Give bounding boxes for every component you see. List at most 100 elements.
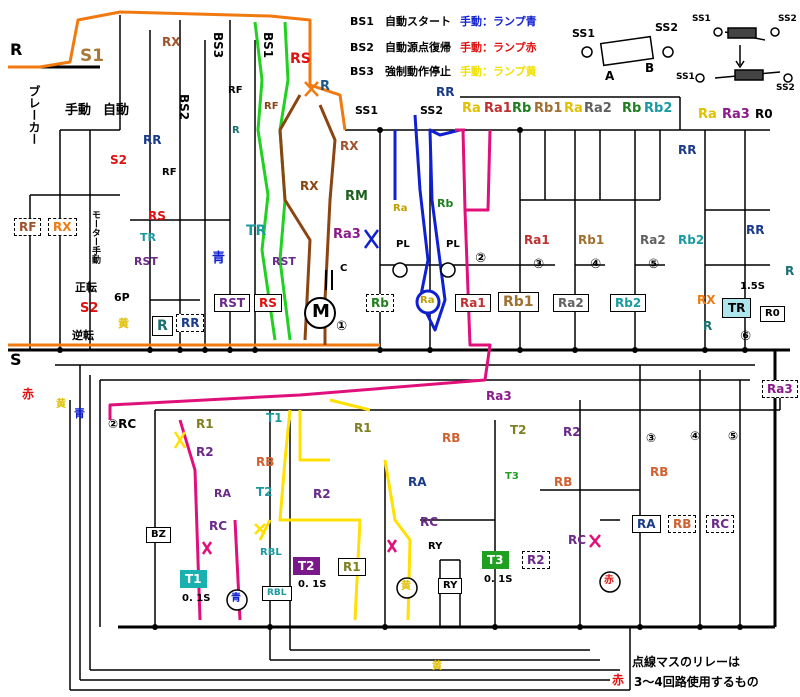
box-r: R: [152, 316, 173, 336]
rst-label-1: RST: [134, 255, 158, 268]
mid-r-1: R: [703, 319, 713, 333]
lower-r1b: R1: [354, 421, 372, 435]
top-rb2: Rb2: [644, 101, 673, 116]
lower-circle3: ③: [646, 431, 657, 445]
magenta-path: [108, 128, 492, 621]
coil-rb2: Rb2: [610, 294, 647, 312]
tr-label-2: TR: [246, 223, 267, 239]
mid-ra1: Ra1: [524, 233, 550, 247]
selector-switch-diagram: [581, 27, 793, 83]
capacitor: [325, 270, 333, 290]
timer-t2: 0. 1S: [298, 579, 327, 590]
circle1-label: ①: [336, 319, 348, 334]
bottom-lamps: [226, 571, 621, 611]
highlight-paths: [8, 10, 492, 621]
r-rail-label: R: [10, 40, 23, 59]
lamp-red: 赤: [604, 575, 614, 586]
lower-rbl: RBL: [260, 547, 282, 558]
s2-label-2: S2: [80, 301, 99, 316]
bs2-label: BS2: [177, 94, 191, 121]
mid-r-2: R: [785, 264, 795, 278]
legend-red: 手動：ランプ赤: [460, 41, 537, 54]
coil-rb-bottom: RB: [668, 515, 697, 533]
coil-ra1: Ra1: [455, 294, 491, 312]
coil-ra: Ra: [420, 295, 435, 306]
mid-ra: Ra: [393, 203, 408, 214]
ra3-left-label: Ra3: [333, 227, 361, 242]
box-rr: RR: [176, 314, 205, 332]
coil-rs: RS: [254, 294, 282, 312]
lower-yellow: 黄: [56, 399, 66, 410]
lower-ra3: Ra3: [486, 389, 512, 403]
mid-ra2: Ra2: [640, 233, 666, 247]
lower-rc-a: RC: [209, 519, 228, 533]
mid-rr-1: RR: [678, 143, 697, 157]
r-small-label: R: [232, 125, 240, 136]
c-label: C: [340, 263, 348, 274]
legend-bs2: BS2 自動源点復帰: [350, 41, 451, 54]
motor-label: M: [312, 301, 330, 322]
sw-ss2: SS2: [655, 21, 679, 34]
orange-manual-path: [8, 10, 380, 347]
top-ra-1: Ra: [462, 101, 481, 116]
timer-t3: 0. 1S: [484, 574, 513, 585]
sw2-ss1: SS1: [692, 14, 711, 24]
r-mark-label: R: [320, 79, 331, 94]
lower-t3: T3: [505, 471, 519, 482]
blue-path: [393, 114, 461, 332]
sw3-ss1: SS1: [676, 72, 695, 82]
coil-t2: T2: [293, 557, 320, 575]
rf-label-2: RF: [264, 101, 279, 112]
rf-label-1: RF: [228, 85, 243, 96]
tr-label-1: TR: [140, 231, 156, 244]
blue-label-1: 青: [212, 251, 226, 266]
motor-manual-label: モーター手動: [90, 210, 100, 264]
coil-rb: Rb: [366, 294, 394, 312]
mid-rb2: Rb2: [678, 233, 705, 247]
rr-label: RR: [143, 133, 162, 147]
lower-t1: T1: [266, 411, 283, 425]
ss1-top: SS1: [355, 104, 379, 117]
bs3-label: BS3: [211, 32, 225, 59]
junction-dots: [57, 127, 748, 630]
lower-r2a: R2: [196, 445, 214, 459]
circle4: ④: [590, 257, 602, 272]
lamp-blue: 青: [231, 593, 241, 604]
top-ra-2: Ra: [564, 101, 583, 116]
breaker-label: ブレーカー: [27, 85, 41, 145]
top-ra3: Ra3: [722, 107, 750, 122]
sixp-label: 6P: [114, 291, 130, 304]
forward-label: 正転: [75, 281, 97, 294]
top-rb-2: Rb: [622, 101, 642, 116]
lower-rb: RB: [256, 455, 275, 469]
top-ra2: Ra2: [584, 101, 612, 116]
yellow-path: [258, 398, 412, 621]
coil-t3: T3: [482, 551, 509, 569]
circle6: ⑥: [740, 329, 752, 344]
rf-label-3: RF: [162, 167, 177, 178]
note-line2: 3～4回路使用するもの: [634, 675, 759, 689]
ra-lamp: [415, 289, 441, 315]
top-ra-3: Ra: [698, 107, 717, 122]
mid-rx: RX: [697, 293, 716, 307]
lower-blue: 青: [74, 407, 85, 420]
lower-rc-c: RC: [568, 533, 587, 547]
legend-yellow: 手動：ランプ黄: [460, 65, 537, 78]
top-ra1: Ra1: [484, 101, 512, 116]
pilot-lamps: [392, 262, 456, 278]
mid-rb1: Rb1: [578, 233, 605, 247]
coil-rc-bottom: RC: [706, 515, 735, 533]
rst-label-2: RST: [272, 255, 296, 268]
coil-r0: R0: [760, 306, 785, 322]
lower-ry: RY: [428, 541, 443, 552]
legend-bs1: BS1 自動スタート: [350, 15, 451, 28]
mid-rr-2: RR: [746, 223, 765, 237]
coil-ra2: Ra2: [553, 294, 589, 312]
s1-label: S1: [80, 46, 105, 66]
coil-r1: R1: [338, 558, 366, 576]
cross-marks: [173, 81, 601, 555]
lower-circle4: ④: [690, 429, 701, 443]
coil-ry: RY: [438, 578, 463, 594]
lower-rb-left: RB: [442, 431, 461, 445]
